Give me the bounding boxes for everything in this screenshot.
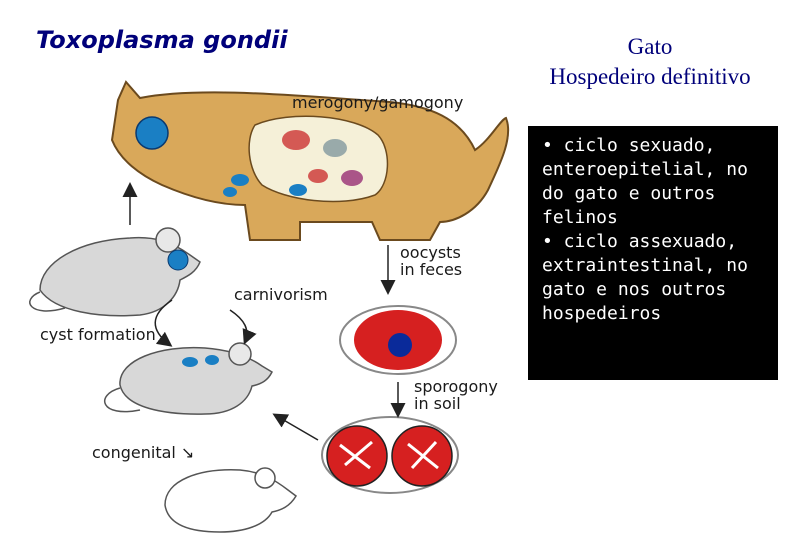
arrow-mouse-mouse	[154, 299, 173, 347]
mouse-ear	[228, 342, 252, 366]
oocyst-unsporulated	[339, 305, 457, 375]
label-in-soil: in soil	[414, 394, 461, 413]
host-name: Gato	[627, 34, 673, 59]
sporozoites	[339, 440, 439, 470]
cat-intestine-cell	[341, 170, 363, 186]
mouse-tail	[103, 387, 141, 413]
info-line: felinos	[542, 207, 618, 228]
mouse-tail	[29, 291, 66, 312]
label-cyst-formation: cyst formation	[40, 325, 156, 344]
label-in-feces: in feces	[400, 260, 462, 279]
mouse-ear	[254, 467, 276, 489]
info-line: • ciclo assexuado,	[542, 231, 738, 252]
mouse-tissue-cyst	[182, 357, 198, 367]
mouse-cyst-formation	[29, 227, 201, 317]
mouse-tissue-cyst	[205, 355, 219, 365]
slide-title: Toxoplasma gondii	[36, 26, 288, 54]
info-line: hospedeiros	[542, 303, 662, 324]
label-merogony: merogony/gamogony	[292, 93, 463, 112]
cat-intestine-cell	[282, 130, 310, 150]
info-line: • ciclo sexuado,	[542, 135, 716, 156]
cat-illustration	[110, 80, 510, 241]
host-role: Hospedeiro definitivo	[549, 64, 751, 89]
mouse-body	[119, 346, 273, 415]
cat-intestine-cell	[308, 169, 328, 183]
label-carnivorism: carnivorism	[234, 285, 328, 304]
info-box: • ciclo sexuado, enteroepitelial, no do …	[528, 126, 778, 380]
cat-intestine	[248, 115, 389, 203]
info-line: enteroepitelial, no	[542, 159, 748, 180]
mouse-infected	[103, 342, 273, 415]
cat-tissue-cyst	[231, 174, 249, 186]
label-congenital: congenital ↘	[92, 443, 194, 462]
info-line: do gato e outros	[542, 183, 716, 204]
mouse-body	[39, 236, 201, 317]
cat-intestine-cell	[323, 139, 347, 157]
label-oocysts: oocysts	[400, 243, 461, 262]
cat-head-cyst	[135, 116, 169, 150]
cat-tissue-cyst	[223, 187, 237, 197]
cat-intestine-cell	[289, 184, 307, 196]
mouse-congenital	[164, 467, 297, 533]
mouse-ear	[155, 227, 181, 253]
label-sporogony: sporogony	[414, 377, 498, 396]
mouse-brain-cyst	[167, 249, 189, 271]
arrow-soil-to-mouse	[272, 413, 319, 441]
info-line: extraintestinal, no	[542, 255, 748, 276]
info-line: gato e nos outros	[542, 279, 727, 300]
oocyst-sporulated	[321, 416, 459, 494]
arrow-carnivorism	[229, 309, 257, 345]
oocyst-nucleus	[388, 333, 412, 357]
mouse-body	[164, 469, 297, 533]
